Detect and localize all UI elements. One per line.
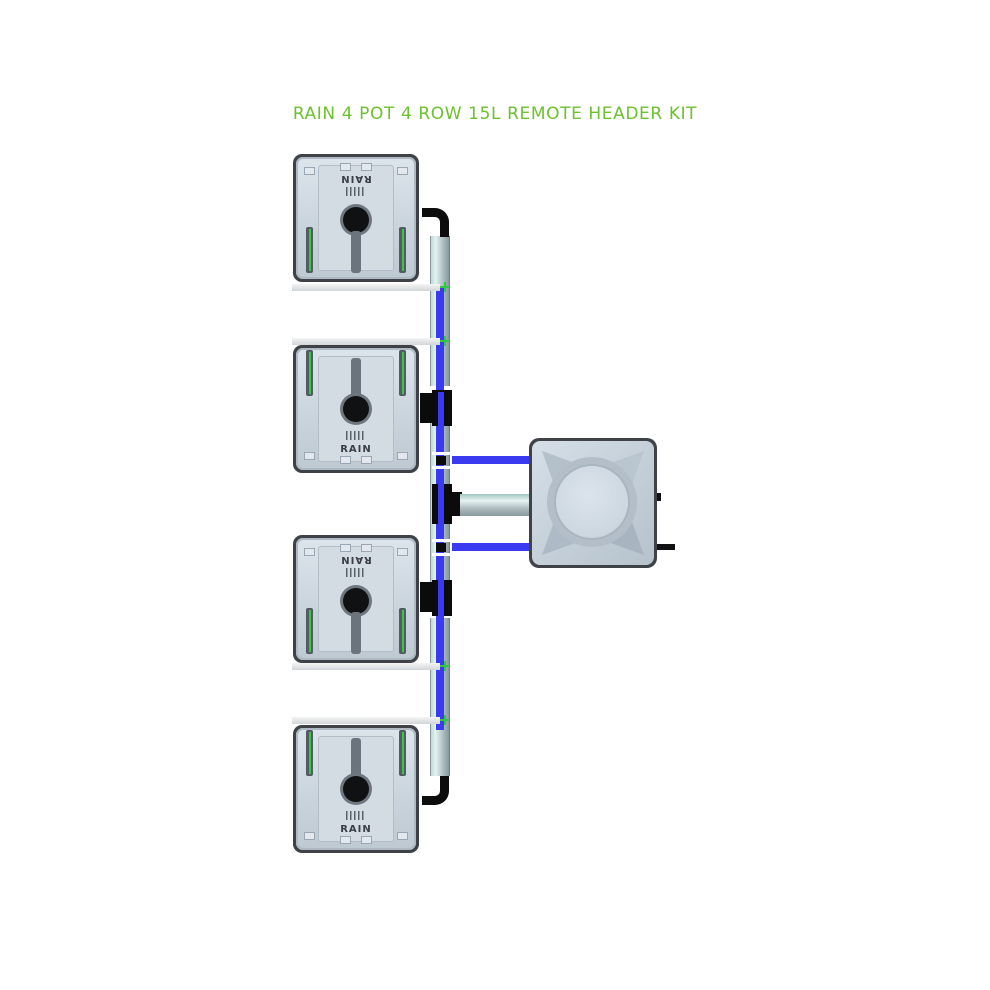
drip-line-4 [292, 717, 440, 724]
elbow-top [422, 208, 449, 237]
reservoir-valve-upper [657, 493, 661, 501]
header-reservoir [529, 438, 657, 568]
feed-tube-vertical-overlay [438, 392, 444, 616]
emitter-icon [440, 336, 450, 346]
tee-band [432, 553, 452, 556]
pot-2: RAIN [293, 345, 419, 473]
pot-drain-hole [343, 588, 369, 614]
pot-drain-hole [343, 396, 369, 422]
reservoir-lid [556, 466, 628, 538]
pot-drain-hole [343, 207, 369, 233]
reservoir-link-fitting [448, 492, 462, 516]
reservoir-link-pipe [460, 494, 530, 516]
emitter-icon [440, 282, 450, 292]
pot-drain-hole [343, 776, 369, 802]
pot-brand-label: RAIN [340, 824, 372, 835]
elbow-bottom [422, 776, 449, 805]
drip-line-3 [292, 663, 440, 670]
pot-connector-3 [420, 582, 434, 612]
feed-line-upper [452, 456, 530, 464]
reservoir-outlet [657, 544, 675, 550]
drip-line-1 [292, 284, 440, 291]
emitter-icon [440, 661, 450, 671]
pot-brand-label: RAIN [340, 444, 372, 455]
feed-line-lower [452, 543, 530, 551]
pot-brand-label: RAIN [340, 554, 372, 565]
drip-line-2 [292, 338, 440, 345]
kit-title: RAIN 4 POT 4 ROW 15L REMOTE HEADER KIT [292, 104, 698, 124]
pot-brand-label: RAIN [340, 173, 372, 184]
tee-block-upper [436, 456, 446, 465]
tee-band [432, 539, 452, 542]
pot-3: RAIN [293, 535, 419, 663]
tee-band [432, 452, 452, 455]
emitter-icon [440, 715, 450, 725]
tee-block-lower [436, 543, 446, 552]
pot-1: RAIN [293, 154, 419, 282]
pot-connector-2 [420, 393, 434, 423]
pot-4: RAIN [293, 725, 419, 853]
tee-band [432, 466, 452, 469]
